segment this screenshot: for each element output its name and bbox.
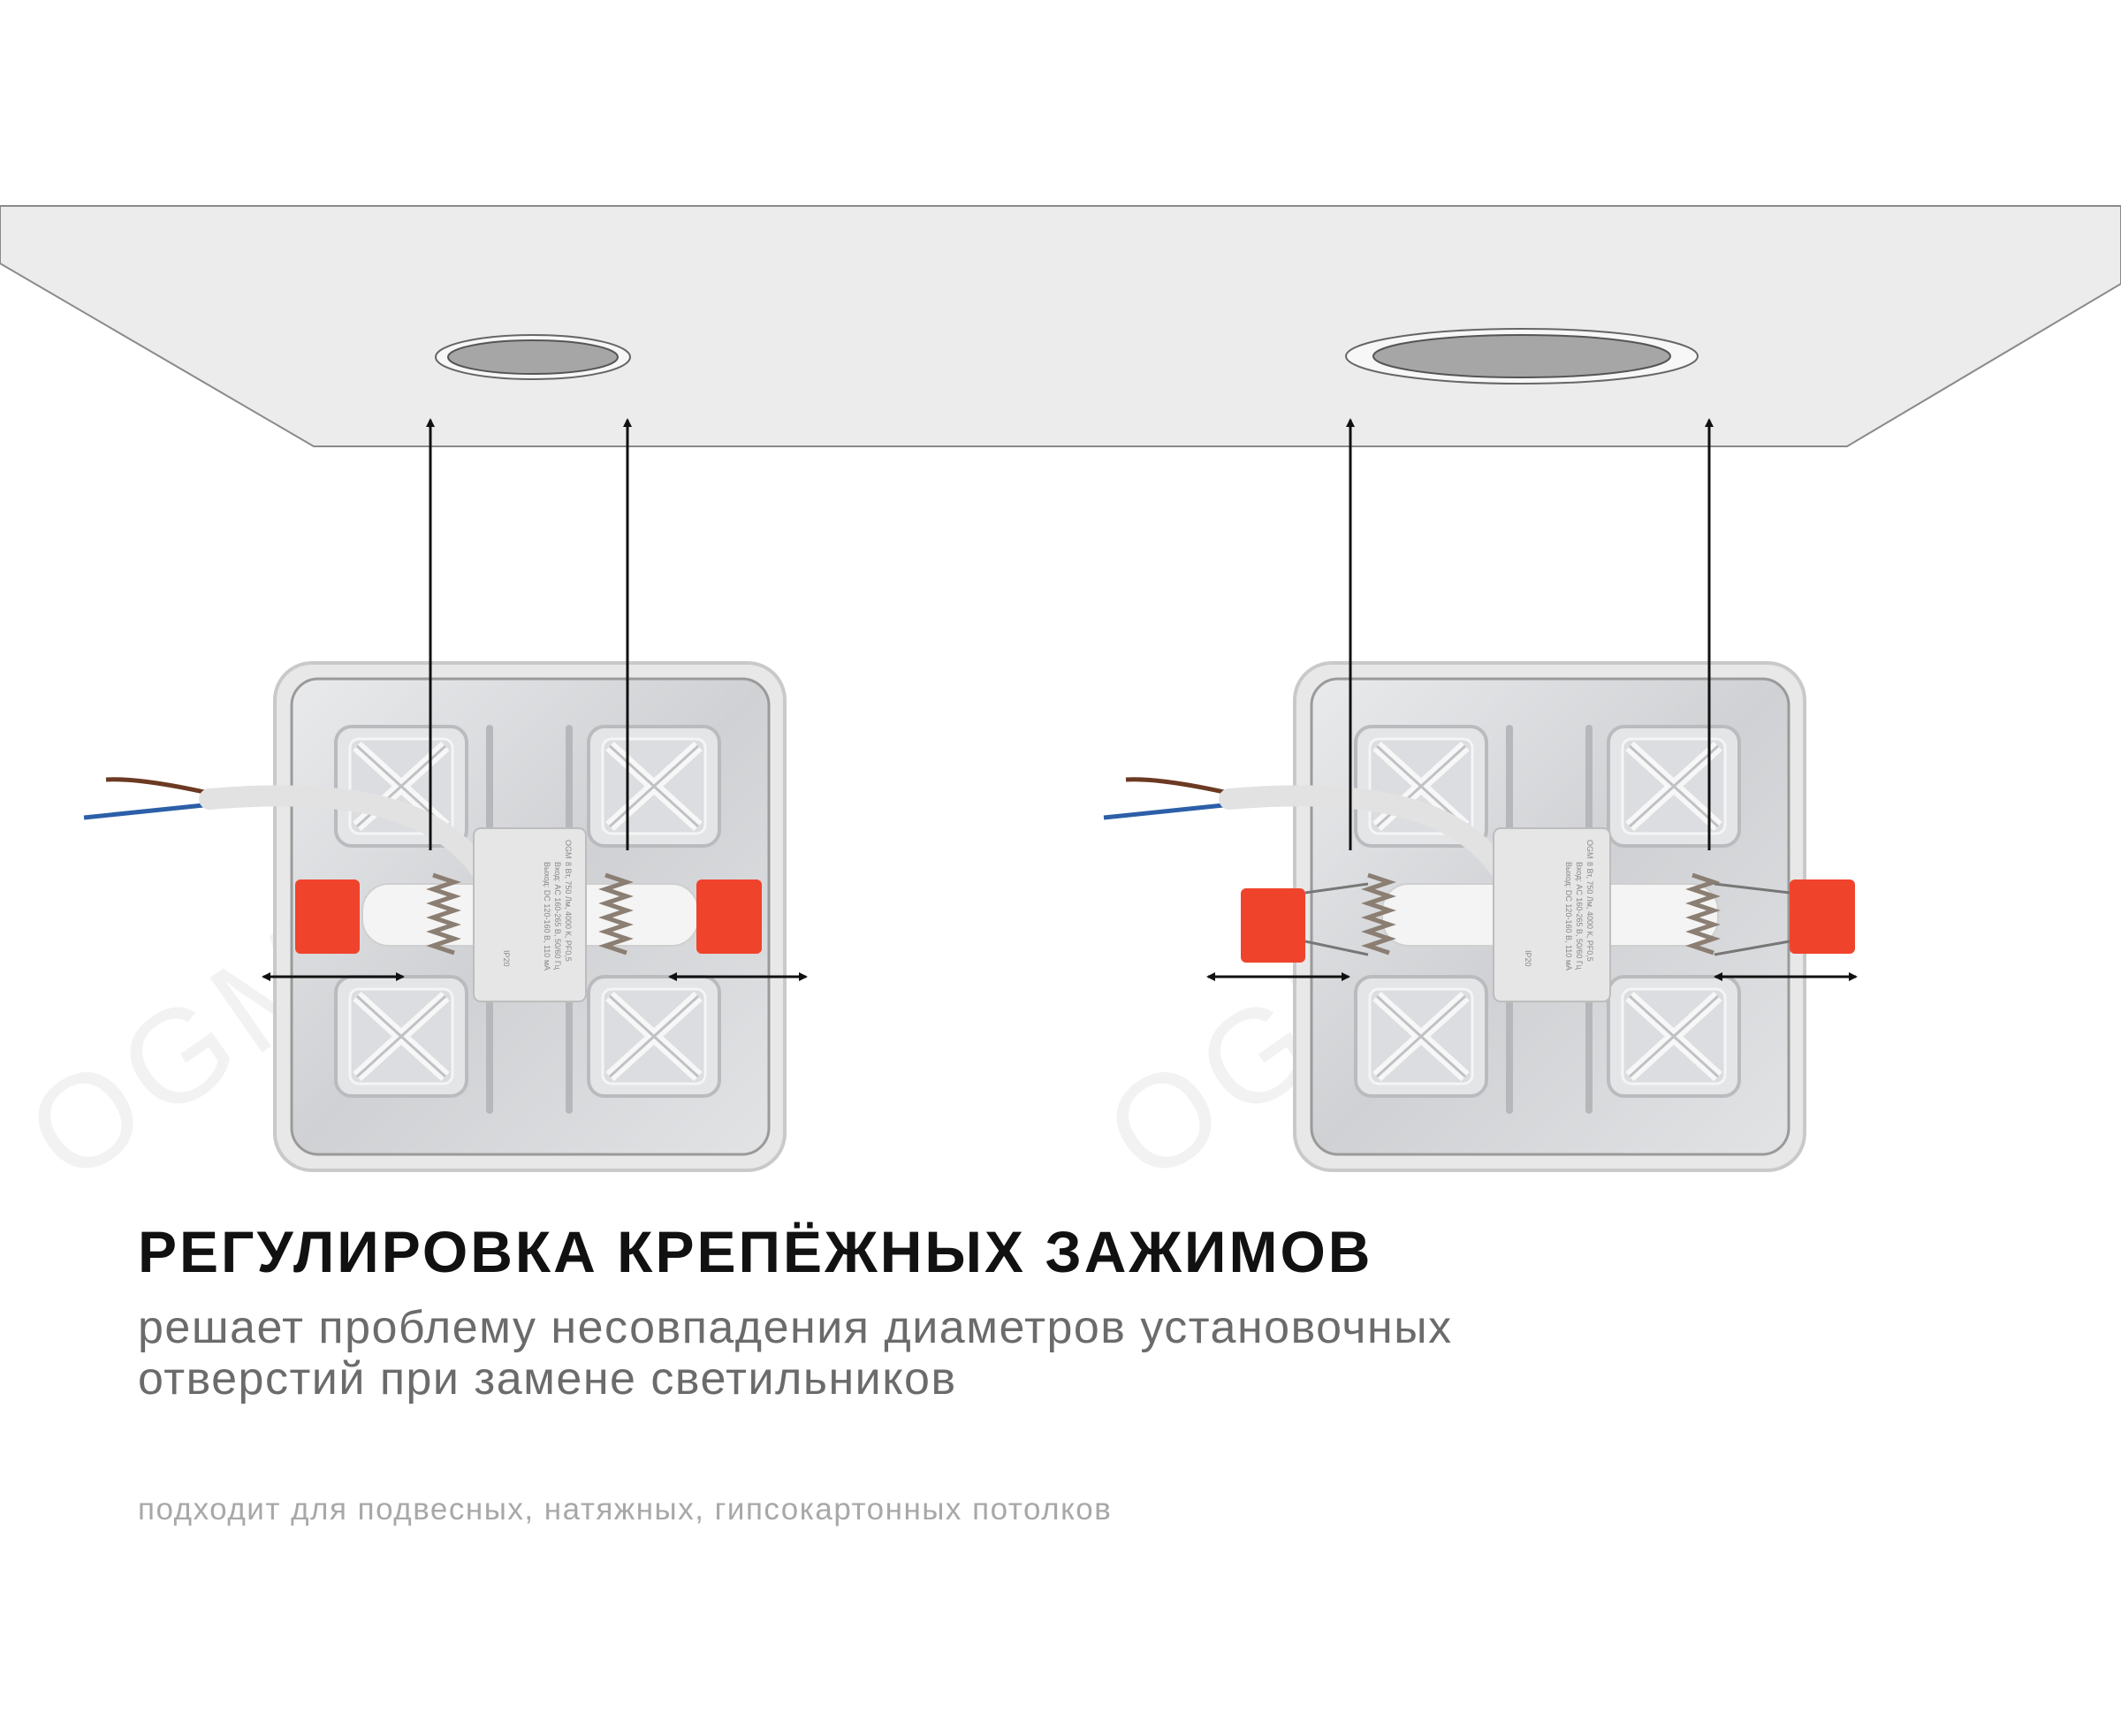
ceiling-hole-small [435,334,631,380]
description-line: отверстий при замене светильников [138,1353,957,1405]
heading: РЕГУЛИРОВКА КРЕПЁЖНЫХ ЗАЖИМОВ [138,1219,1373,1284]
ceiling [0,205,2121,447]
svg-text:OGM: OGM [1585,840,1594,859]
svg-text:OGM: OGM [564,840,573,859]
power-cable-left [83,777,492,881]
ceiling-hole-large [1345,328,1699,385]
mounting-clip-left [295,879,360,954]
svg-text:Выход: DC 120-160 В, 110 мА: Выход: DC 120-160 В, 110 мА [543,862,551,971]
svg-text:IP20: IP20 [502,950,511,967]
led-driver: OGM 8 Вт, 750 Лм, 4000 К, PF0,5 Вход: AC… [1493,827,1611,1002]
svg-text:8 Вт, 750 Лм, 4000 К, PF0,5: 8 Вт, 750 Лм, 4000 К, PF0,5 [1585,862,1594,962]
ceiling-compatibility-note: подходит для подвесных, натяжных, гипсок… [138,1492,1113,1527]
power-cable-right [1103,777,1512,881]
alignment-arrows [426,418,1714,850]
mounting-clip-right [696,879,762,954]
svg-text:8 Вт, 750 Лм, 4000 К, PF0,5: 8 Вт, 750 Лм, 4000 К, PF0,5 [564,862,573,962]
svg-text:IP20: IP20 [1524,950,1532,967]
svg-text:Вход: AC 160-265 В, 50/60 Гц: Вход: AC 160-265 В, 50/60 Гц [553,862,562,970]
svg-text:Выход: DC 120-160 В, 110 мА: Выход: DC 120-160 В, 110 мА [1564,862,1573,971]
mounting-clip-right-extended [1790,879,1855,954]
description-line: решает проблему несовпадения диаметров у… [138,1302,1453,1353]
svg-text:Вход: AC 160-265 В, 50/60 Гц: Вход: AC 160-265 В, 50/60 Гц [1575,862,1584,970]
led-driver: OGM 8 Вт, 750 Лм, 4000 К, PF0,5 Вход: AC… [473,827,587,1002]
mounting-clip-left-extended [1241,888,1305,963]
